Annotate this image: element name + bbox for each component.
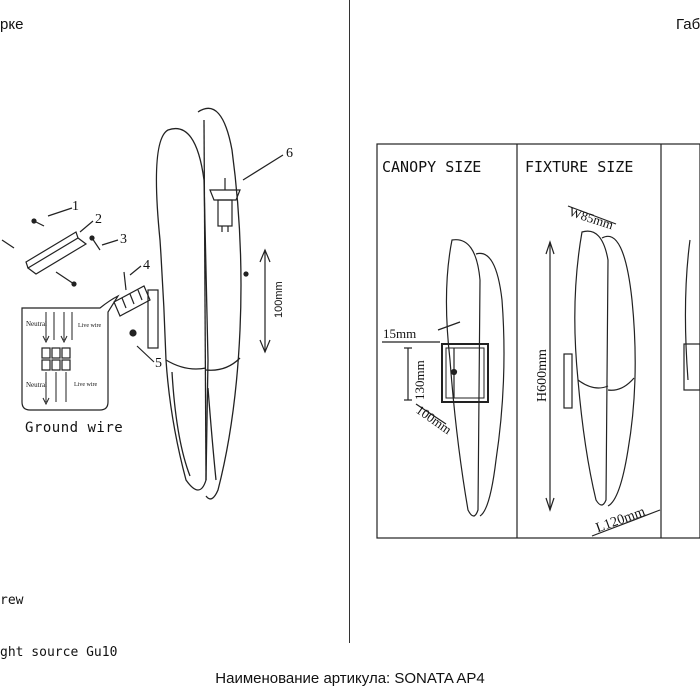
wire-group-top: [42, 312, 73, 344]
wiring-neutral-label: Neutral: [26, 320, 47, 328]
canopy-plate-front: [441, 343, 489, 403]
callout-4: 4: [143, 258, 150, 273]
screw-3-icon: [89, 235, 101, 251]
height-dim-label: 100mm: [273, 281, 285, 318]
third-panel-fragment: [683, 239, 700, 391]
canopy-height-label: 130mm: [412, 360, 427, 400]
pivot-dot: [243, 271, 249, 277]
fixture-outline: [574, 230, 636, 507]
dimension-diagram: [376, 143, 700, 539]
canopy-plate-dot: [450, 368, 458, 376]
mounting-bracket-2: [26, 237, 88, 275]
wiring-neutral-label-2: Neutral: [26, 381, 47, 389]
canopy-size-title: CANOPY SIZE: [382, 158, 482, 176]
gu10-lamp-icon: [209, 178, 241, 232]
callout-leader-1: [47, 207, 73, 217]
screw-1-icon: [31, 218, 45, 227]
callout-leader-5: [136, 345, 155, 363]
fixture-width-dim: [567, 205, 617, 225]
callout-leader-6: [242, 154, 284, 181]
callout-leader-3: [101, 239, 119, 246]
section-title-right: Габ: [676, 16, 700, 33]
height-dim-arrow: [259, 248, 271, 354]
dimension-frame: [376, 143, 700, 539]
screw-5-icon: [129, 329, 137, 337]
callout-1: 1: [72, 199, 79, 214]
callout-5: 5: [155, 356, 162, 371]
callout-leader-4: [129, 265, 142, 276]
fixture-size-title: FIXTURE SIZE: [525, 158, 634, 176]
canopy-width-dim: [415, 403, 447, 425]
connector-row: [41, 347, 71, 371]
terminal-block: [113, 271, 151, 317]
page-divider: [349, 0, 350, 643]
article-name: Наименование артикула: SONATA AP4: [215, 670, 485, 687]
screw-bottom-icon: [55, 271, 77, 287]
section-title-left: рке: [0, 16, 24, 33]
fixture-height-label: H600mm: [535, 349, 550, 402]
callout-leader-2: [79, 220, 94, 233]
wiring-inset: [21, 294, 120, 411]
fixture-depth-dim: [591, 509, 661, 537]
mounting-bracket-lip: [25, 231, 79, 269]
anchor-left-icon: [1, 239, 15, 249]
canopy-depth-ext: [437, 321, 461, 331]
wiring-live-label-2: Live wire: [74, 382, 98, 388]
callout-6: 6: [286, 146, 293, 161]
fixture-canopy-side: [563, 353, 573, 409]
legend-light-source-fragment: ght source Gu10: [0, 645, 118, 660]
canopy-fixture-outline: [445, 239, 505, 517]
wiring-live-label: Live wire: [78, 323, 102, 329]
ground-wire-label: Ground wire: [25, 420, 124, 436]
fixture-body: [155, 107, 242, 500]
installation-diagram: [1, 107, 284, 500]
legend-screw-fragment: rew: [0, 593, 24, 608]
callout-3: 3: [120, 232, 127, 247]
canopy-depth-label: 15mm: [383, 326, 417, 341]
wire-group-bottom: [42, 372, 67, 406]
canopy-plate: [147, 289, 159, 349]
callout-2: 2: [95, 212, 102, 227]
